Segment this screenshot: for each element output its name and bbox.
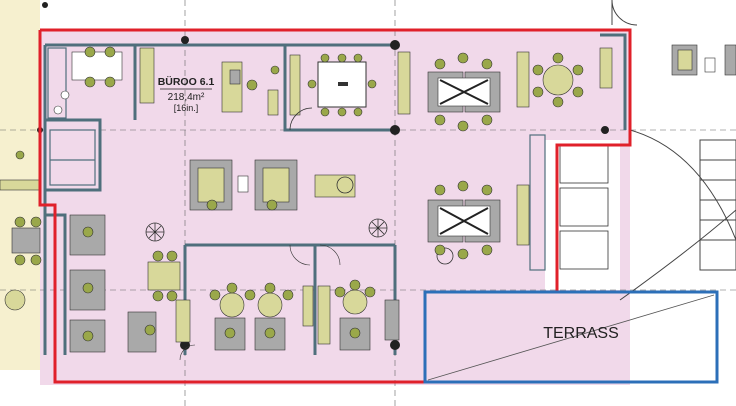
left-workstations	[0, 150, 106, 353]
terrace-diagonal	[427, 294, 715, 381]
terrace-outline	[423, 290, 719, 384]
stair-treads	[559, 144, 609, 270]
external-stair	[611, 0, 736, 301]
meeting-room-furniture	[289, 51, 411, 131]
workstation-cluster-bottom	[427, 180, 530, 260]
lounge-seating	[189, 159, 356, 211]
room-area: 218,4m²	[168, 92, 205, 103]
room-name: BÜROO 6.1	[158, 75, 215, 88]
room-occupancy: [16in.]	[174, 103, 199, 113]
plants	[145, 176, 454, 265]
workstation-cluster-top	[427, 47, 613, 132]
thin-walls	[47, 47, 546, 271]
top-left-furniture	[53, 46, 280, 116]
right-adjacent-furniture	[671, 44, 736, 76]
bottom-rooms-furniture	[127, 244, 400, 361]
terrace-label: TERRASS	[543, 325, 619, 342]
columns	[37, 2, 609, 350]
room-label: BÜROO 6.1 218,4m² [16in.]	[158, 75, 215, 113]
